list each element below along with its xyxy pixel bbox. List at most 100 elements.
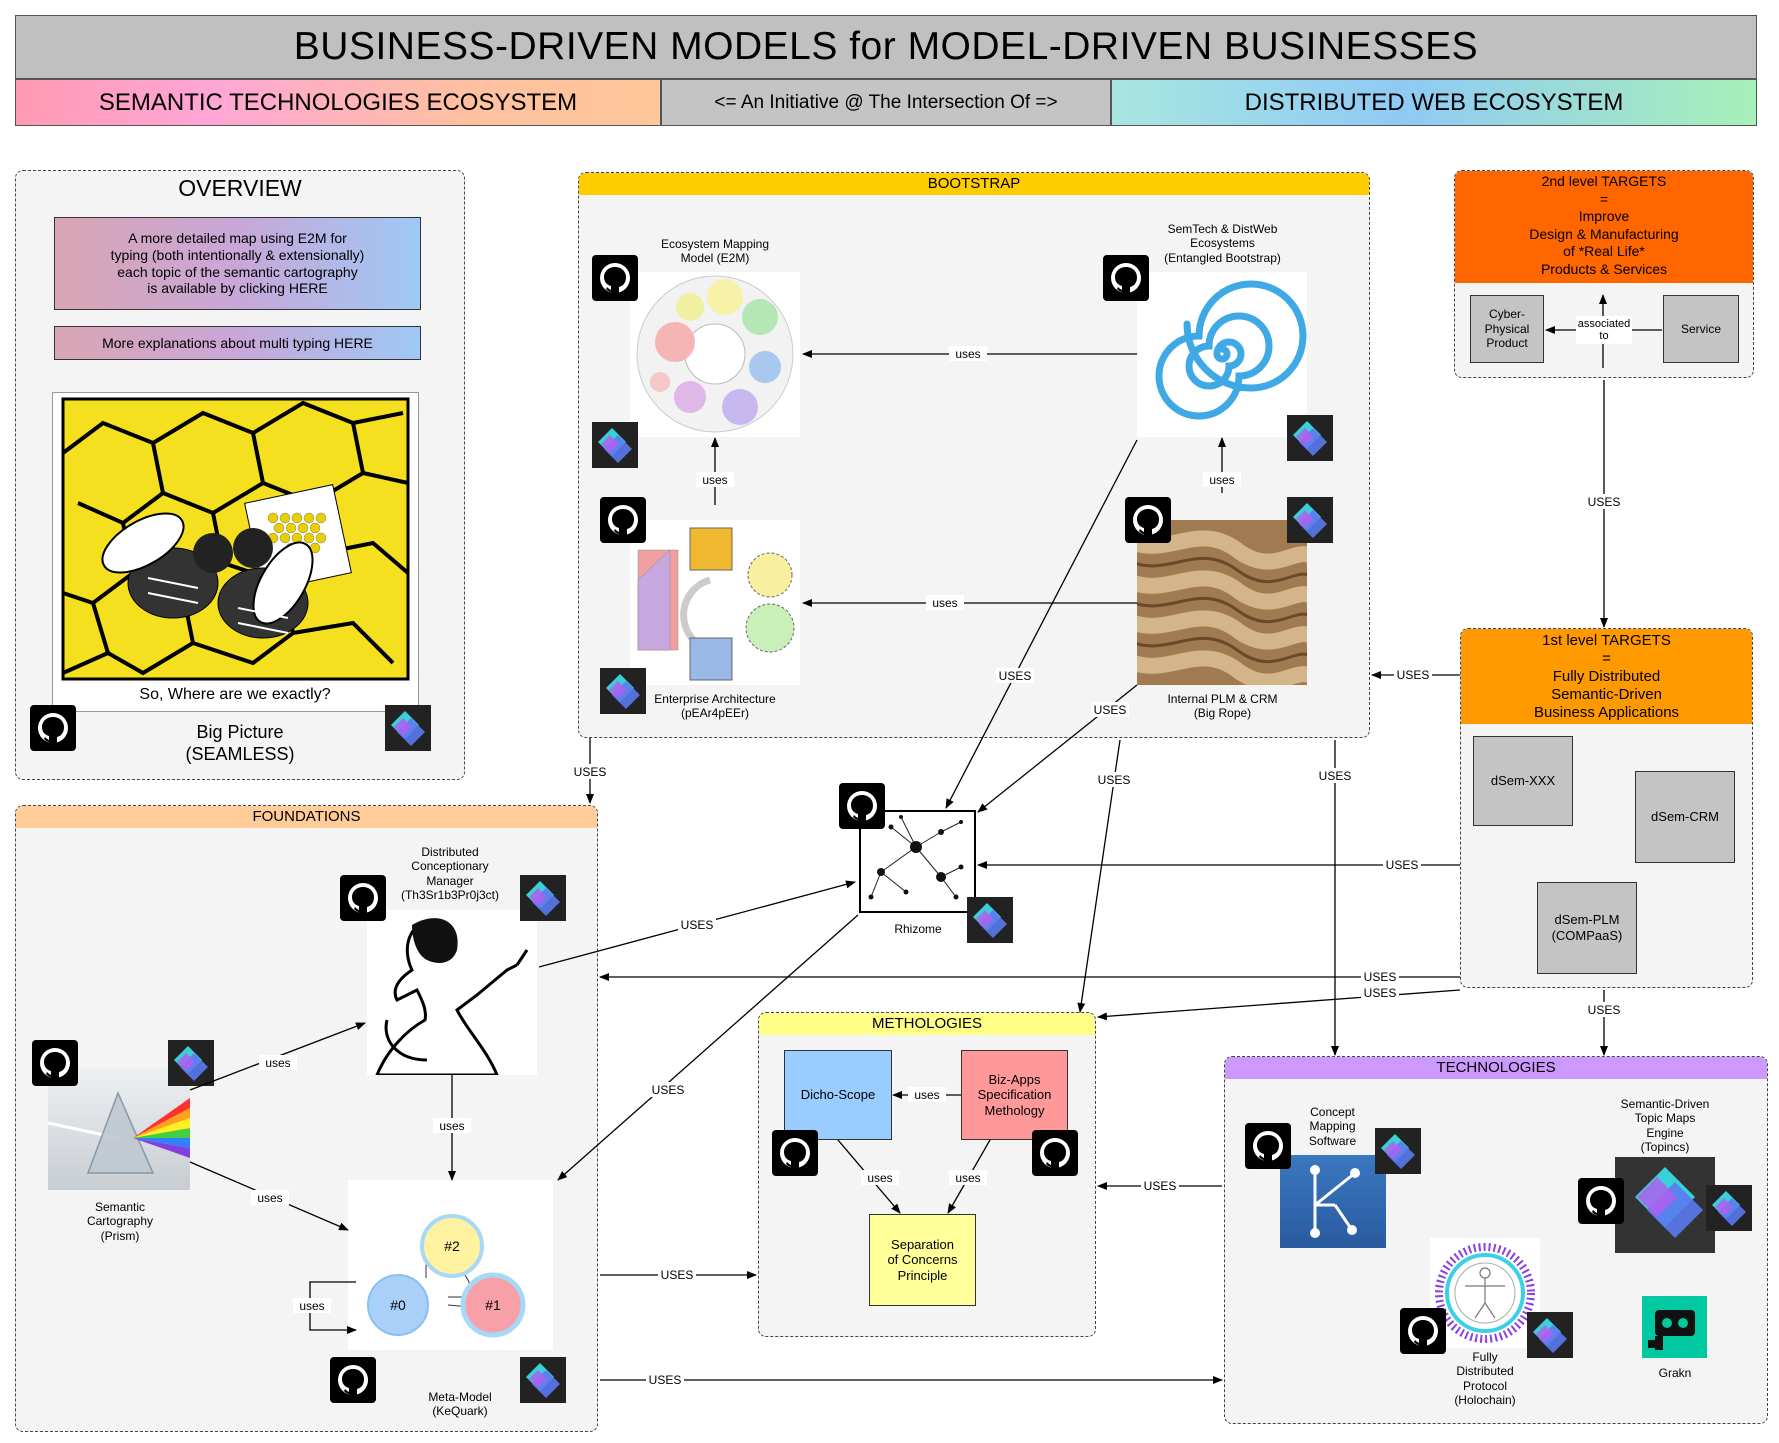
topincs-icon[interactable] <box>592 422 638 468</box>
prism-image[interactable] <box>48 1068 190 1190</box>
concept-mapping-label: Concept Mapping Software <box>1308 1105 1357 1148</box>
github-icon[interactable] <box>32 1040 78 1086</box>
picture-caption: So, Where are we exactly? <box>139 686 330 703</box>
github-icon[interactable] <box>1125 497 1171 543</box>
topincs-icon[interactable] <box>1527 1312 1573 1358</box>
connector-arrow <box>1077 739 1121 1013</box>
overview-title: OVERVIEW <box>178 175 302 201</box>
biz-apps-box[interactable]: Biz-Apps Specification Methology <box>961 1050 1068 1140</box>
e2m-label: Ecosystem Mapping Model (E2M) <box>660 237 770 266</box>
connector-label-bg <box>1316 768 1354 783</box>
semantic-ecosystem-band: SEMANTIC TECHNOLOGIES ECOSYSTEM <box>15 79 661 126</box>
targets2-title: 2nd level TARGETS = Improve Design & Man… <box>1455 171 1753 283</box>
holochain-image[interactable] <box>1430 1238 1540 1348</box>
metamodel-image[interactable]: #2 #0 #1 <box>348 1180 553 1350</box>
big-rope-image[interactable] <box>1137 520 1307 685</box>
topincs-icon[interactable] <box>600 668 646 714</box>
grakn-image[interactable] <box>1642 1296 1707 1358</box>
github-icon[interactable] <box>30 705 76 751</box>
topincs-image[interactable] <box>1615 1157 1715 1253</box>
big-picture-label: Big Picture (SEAMLESS) <box>185 722 295 764</box>
connector-label: USES <box>1588 1003 1621 1017</box>
connector-label-bg <box>649 1082 687 1097</box>
topincs-icon[interactable] <box>385 705 431 751</box>
topincs-icon[interactable] <box>1706 1185 1752 1231</box>
connector-label-bg <box>646 1372 684 1387</box>
prism-label: Semantic Cartography (Prism) <box>86 1200 154 1243</box>
spiral-image <box>1155 280 1307 420</box>
connector-label: USES <box>1397 668 1430 682</box>
topincs-icon[interactable] <box>967 897 1013 943</box>
ea-diagram-thumbnail <box>637 527 795 681</box>
github-icon[interactable] <box>340 875 386 921</box>
connector-label: USES <box>1098 773 1131 787</box>
big-picture-image[interactable]: So, Where are we exactly? <box>52 392 419 712</box>
holochain-label: Fully Distributed Protocol (Holochain) <box>1454 1350 1516 1408</box>
dsem-xxx-box[interactable]: dSem-XXX <box>1473 736 1573 826</box>
connector-label: USES <box>1364 970 1397 984</box>
distributed-web-band: DISTRIBUTED WEB ECOSYSTEM <box>1111 79 1757 126</box>
github-icon[interactable] <box>592 255 638 301</box>
github-icon[interactable] <box>839 783 885 829</box>
connector-label: USES <box>661 1268 694 1282</box>
github-icon[interactable] <box>1245 1123 1291 1169</box>
multi-typing-link[interactable]: More explanations about multi typing HER… <box>54 326 421 360</box>
entangled-bootstrap-label: SemTech & DistWeb Ecosystems (Entangled … <box>1164 222 1281 265</box>
github-icon[interactable] <box>1400 1308 1446 1354</box>
connector-label: USES <box>1144 1179 1177 1193</box>
connector-arrow <box>1097 989 1461 1021</box>
github-icon[interactable] <box>1032 1130 1078 1176</box>
technologies-title: TECHNOLOGIES <box>1225 1057 1767 1079</box>
grakn-label: Grakn <box>1658 1366 1692 1380</box>
connector-label-bg <box>1361 969 1399 984</box>
service-box[interactable]: Service <box>1663 295 1739 363</box>
page-title: BUSINESS-DRIVEN MODELS for MODEL-DRIVEN … <box>15 15 1757 79</box>
connector-label-bg <box>658 1267 696 1282</box>
bootstrap-title: BOOTSTRAP <box>579 173 1369 195</box>
entangled-bootstrap-image[interactable] <box>1137 272 1307 437</box>
rhizome-label: Rhizome <box>894 922 942 936</box>
github-icon[interactable] <box>772 1130 818 1176</box>
enterprise-architecture-image[interactable] <box>630 520 800 685</box>
connector-label: USES <box>652 1083 685 1097</box>
dsem-plm-box[interactable]: dSem-PLM (COMPaaS) <box>1537 882 1637 974</box>
connector-label: USES <box>1319 769 1352 783</box>
topincs-icon[interactable] <box>520 875 566 921</box>
targets1-title: 1st level TARGETS = Fully Distributed Se… <box>1461 629 1752 724</box>
github-icon[interactable] <box>1103 255 1149 301</box>
concept-mapping-image[interactable] <box>1280 1155 1386 1248</box>
woman-drawing-image <box>375 918 529 1075</box>
connector-label-bg <box>1585 1002 1623 1017</box>
topincs-logo <box>1635 1167 1703 1238</box>
methologies-title: METHOLOGIES <box>759 1013 1095 1035</box>
connector-label-bg <box>1383 857 1421 872</box>
topincs-icon[interactable] <box>1287 497 1333 543</box>
dicho-scope-box[interactable]: Dicho-Scope <box>784 1050 892 1140</box>
github-icon[interactable] <box>1578 1178 1624 1224</box>
connector-label: USES <box>1588 495 1621 509</box>
topincs-icon[interactable] <box>1375 1128 1421 1174</box>
connector-label-bg <box>1141 1178 1179 1193</box>
github-icon[interactable] <box>330 1357 376 1403</box>
dsem-crm-box[interactable]: dSem-CRM <box>1635 771 1735 863</box>
connector-label-bg <box>1585 494 1623 509</box>
bee-cartoon-image: So, Where are we exactly? <box>61 397 410 703</box>
topincs-icon[interactable] <box>520 1357 566 1403</box>
topincs-icon[interactable] <box>168 1040 214 1086</box>
node-0: #0 <box>390 1297 406 1313</box>
rhizome-image[interactable] <box>859 810 976 913</box>
topincs-icon[interactable] <box>1287 415 1333 461</box>
connector-label-bg <box>1095 772 1133 787</box>
cyber-physical-product-box[interactable]: Cyber- Physical Product <box>1470 295 1544 363</box>
rhizome-graph <box>868 815 964 900</box>
semantic-map-link[interactable]: A more detailed map using E2M for typing… <box>54 217 421 310</box>
e2m-image[interactable] <box>630 272 800 437</box>
connector-label: USES <box>1386 858 1419 872</box>
github-icon[interactable] <box>600 497 646 543</box>
targets2-panel: 2nd level TARGETS = Improve Design & Man… <box>1454 170 1754 378</box>
connector-label-bg <box>1394 667 1432 682</box>
metamodel-label: Meta-Model (KeQuark) <box>428 1390 492 1419</box>
separation-of-concerns-box[interactable]: Separation of Concerns Principle <box>869 1214 976 1306</box>
connector-label: USES <box>649 1373 682 1387</box>
dcm-image[interactable] <box>367 910 537 1075</box>
